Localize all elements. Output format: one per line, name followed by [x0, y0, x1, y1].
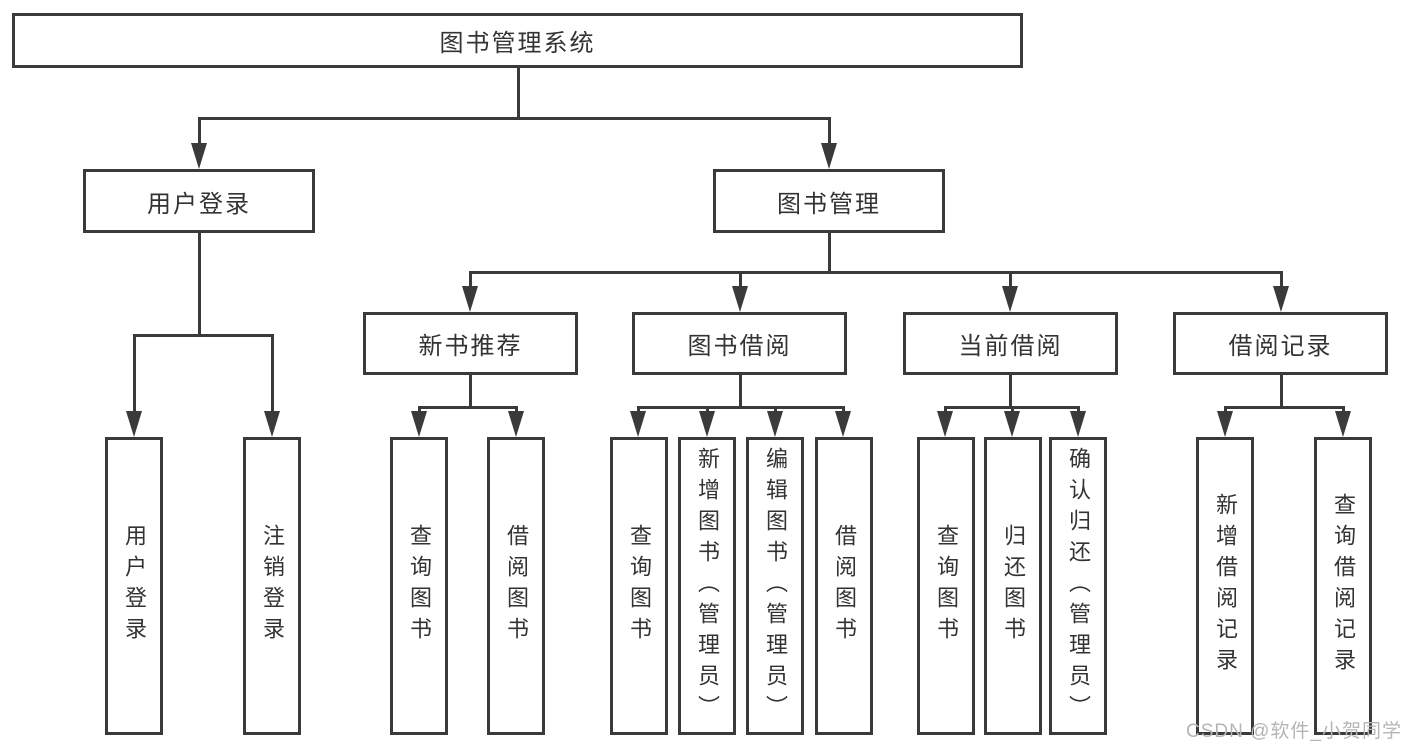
leaf-bb-edit-books-admin: 编辑图书（管理员） — [746, 437, 804, 735]
leaf-nb-query-books: 查询图书 — [390, 437, 448, 735]
leaf-bb-add-books-admin-label: 新增图书（管理员） — [695, 446, 720, 726]
leaf-user-login-label: 用户登录 — [122, 524, 147, 648]
arrowhead-leaf-logout — [264, 411, 280, 437]
arrowhead-nbborrow — [508, 411, 524, 437]
arrowhead-bbadd — [699, 411, 715, 437]
node-new-book-recommend-label: 新书推荐 — [418, 333, 523, 360]
leaf-nb-borrow-books: 借阅图书 — [487, 437, 545, 735]
leaf-br-query-record-label: 查询借阅记录 — [1331, 493, 1356, 679]
connector-bookborrow-bar — [637, 406, 845, 409]
connector-newbook-bar — [418, 406, 518, 409]
connector-leaf-userlogin-stem — [133, 334, 136, 414]
arrowhead-cbreturn — [1004, 411, 1020, 437]
arrowhead-cbquery — [937, 411, 953, 437]
leaf-cb-return-books-label: 归还图书 — [1001, 524, 1026, 648]
connector-bookborrow-stem — [739, 271, 742, 290]
connector-borrowrecords-stem — [1280, 271, 1283, 290]
arrowhead-bbborrow — [835, 411, 851, 437]
node-current-borrow-label: 当前借阅 — [958, 333, 1063, 360]
arrowhead-newbook — [462, 286, 478, 312]
connector-level3-bar — [469, 271, 1283, 274]
node-new-book-recommend: 新书推荐 — [363, 312, 578, 375]
leaf-nb-query-books-label: 查询图书 — [407, 524, 432, 648]
arrowhead-bbquery — [630, 411, 646, 437]
connector-currentborrow-stem — [1009, 271, 1012, 290]
leaf-bb-borrow-books-label: 借阅图书 — [832, 524, 857, 648]
arrowhead-leaf-userlogin — [126, 411, 142, 437]
leaf-bb-add-books-admin: 新增图书（管理员） — [678, 437, 736, 735]
arrowhead-bookmgmt — [821, 143, 837, 169]
connector-root-stem — [517, 68, 520, 119]
node-borrow-records-label: 借阅记录 — [1228, 333, 1333, 360]
leaf-cb-return-books: 归还图书 — [984, 437, 1042, 735]
node-book-management: 图书管理 — [713, 169, 945, 233]
leaf-cb-query-books: 查询图书 — [917, 437, 975, 735]
connector-leaf-logout-stem — [271, 334, 274, 414]
leaf-user-login: 用户登录 — [105, 437, 163, 735]
node-borrow-records: 借阅记录 — [1173, 312, 1388, 375]
node-user-login: 用户登录 — [83, 169, 315, 233]
arrowhead-bookborrow — [732, 286, 748, 312]
connector-userlogin-stem — [198, 117, 201, 148]
connector-bookmgmt-stem — [828, 117, 831, 148]
arrowhead-currentborrow — [1002, 286, 1018, 312]
node-root-label: 图书管理系统 — [439, 30, 596, 57]
connector-borrowrecords-down — [1280, 375, 1283, 409]
leaf-bb-borrow-books: 借阅图书 — [815, 437, 873, 735]
leaf-cb-query-books-label: 查询图书 — [934, 524, 959, 648]
connector-bookmgmt-down — [828, 233, 831, 274]
node-root: 图书管理系统 — [12, 13, 1023, 68]
csdn-watermark: CSDN @软件_小贺同学 — [1186, 721, 1402, 742]
leaf-cb-confirm-return-admin-label: 确认归还（管理员） — [1066, 446, 1091, 726]
leaf-br-add-record: 新增借阅记录 — [1196, 437, 1254, 735]
connector-level2-bar — [198, 117, 831, 120]
connector-userlogin-bar — [133, 334, 274, 337]
node-book-management-label: 图书管理 — [777, 190, 881, 218]
connector-newbook-down — [469, 375, 472, 409]
connector-bookborrow-down — [739, 375, 742, 409]
leaf-br-query-record: 查询借阅记录 — [1314, 437, 1372, 735]
connector-currentborrow-down — [1009, 375, 1012, 409]
arrowhead-cbconfirm — [1070, 411, 1086, 437]
arrowhead-brquery — [1335, 411, 1351, 437]
leaf-logout: 注销登录 — [243, 437, 301, 735]
leaf-bb-query-books: 查询图书 — [610, 437, 668, 735]
leaf-nb-borrow-books-label: 借阅图书 — [504, 524, 529, 648]
node-current-borrow: 当前借阅 — [903, 312, 1118, 375]
node-user-login-label: 用户登录 — [147, 190, 251, 218]
leaf-bb-query-books-label: 查询图书 — [627, 524, 652, 648]
leaf-bb-edit-books-admin-label: 编辑图书（管理员） — [763, 446, 788, 726]
node-book-borrow: 图书借阅 — [632, 312, 847, 375]
arrowhead-borrowrecords — [1273, 286, 1289, 312]
leaf-cb-confirm-return-admin: 确认归还（管理员） — [1049, 437, 1107, 735]
node-book-borrow-label: 图书借阅 — [687, 333, 792, 360]
connector-userlogin-down — [198, 233, 201, 337]
leaf-logout-label: 注销登录 — [260, 524, 285, 648]
arrowhead-nbquery — [411, 411, 427, 437]
arrowhead-userlogin — [191, 143, 207, 169]
arrowhead-bradd — [1217, 411, 1233, 437]
arrowhead-bbedit — [767, 411, 783, 437]
leaf-br-add-record-label: 新增借阅记录 — [1213, 493, 1238, 679]
connector-borrowrecords-bar — [1224, 406, 1345, 409]
connector-newbook-stem — [469, 271, 472, 290]
